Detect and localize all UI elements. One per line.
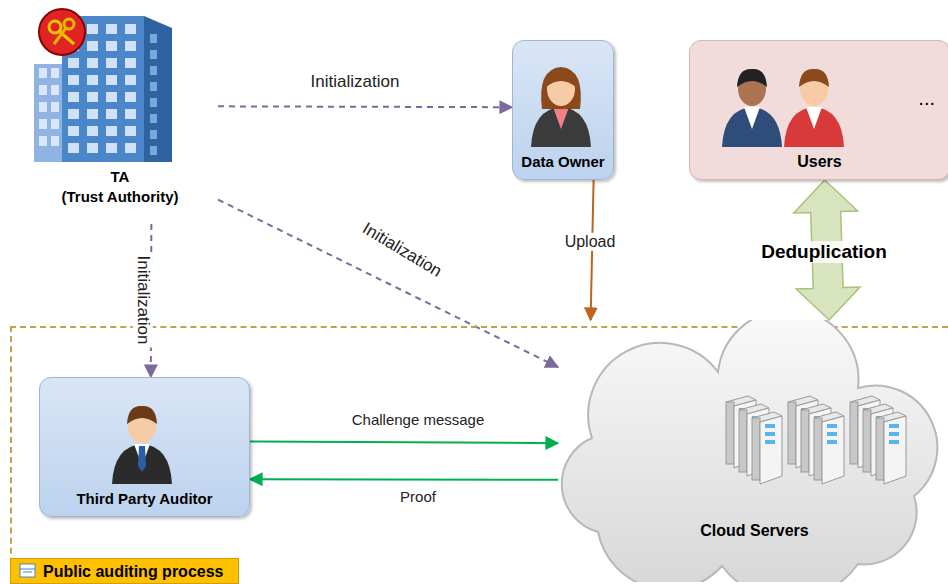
actor-box: Third Party Auditor [39, 377, 250, 517]
edge-label: Initialization [356, 217, 447, 283]
edge-label: Initialization [133, 253, 153, 348]
actor-box: ... Users [689, 40, 948, 180]
region-tab: Public auditing process [10, 558, 239, 584]
authority-node: TA (Trust Authority) [22, 2, 218, 224]
node-label: ... [918, 87, 935, 110]
process-icon [17, 561, 39, 581]
arrow-connector [218, 200, 558, 368]
region-title: Public auditing process [43, 563, 223, 581]
edge-label: Initialization [308, 72, 403, 92]
cloud-icon [558, 320, 943, 582]
arrow-connector [250, 478, 558, 481]
node-label: Third Party Auditor [40, 490, 249, 507]
arrow-connector [250, 441, 558, 443]
actor-box: Data Owner [512, 40, 614, 180]
cloud-node: Cloud Servers [558, 320, 948, 582]
edge-label: Upload [562, 233, 619, 251]
edge-label: Deduplication [758, 241, 890, 263]
edge-label: Proof [397, 488, 439, 505]
arrow-connector [218, 105, 512, 108]
node-label: (Trust Authority) [22, 188, 218, 205]
node-label: TA [22, 168, 218, 185]
edge-label: Challenge message [349, 411, 488, 428]
node-label: Users [690, 153, 948, 171]
node-label: Cloud Servers [558, 522, 948, 540]
process-region: Public auditing process Third Party Audit… [10, 326, 948, 584]
node-label: Data Owner [513, 153, 613, 170]
